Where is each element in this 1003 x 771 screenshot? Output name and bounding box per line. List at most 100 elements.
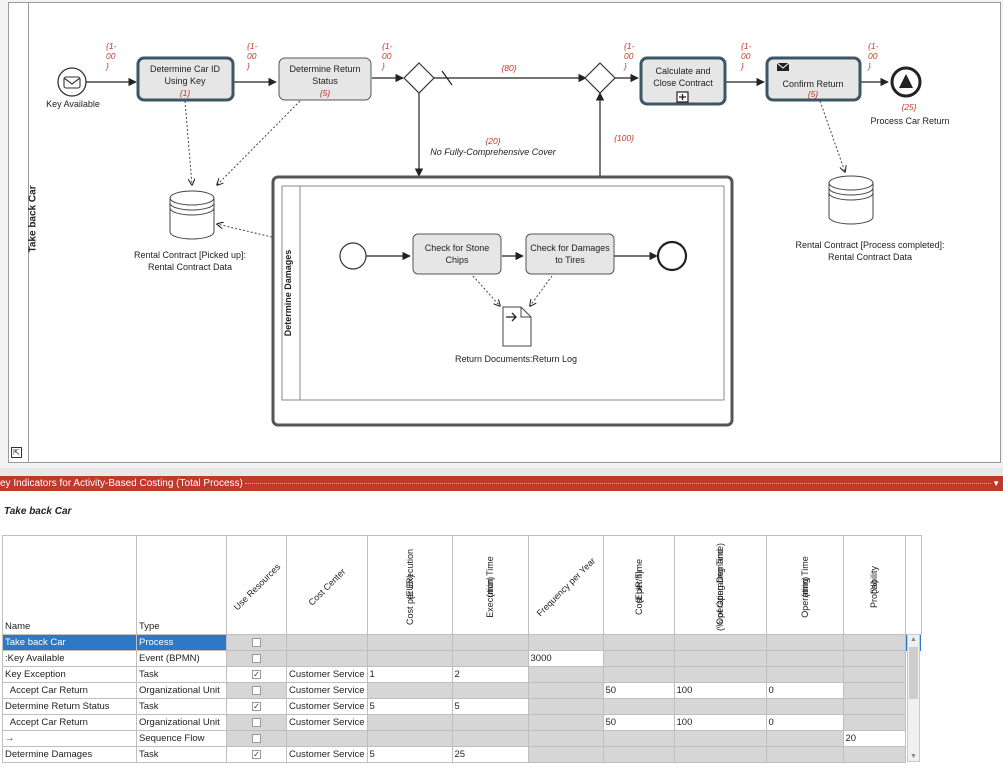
sub-end-event[interactable] [656, 240, 688, 272]
table-row[interactable]: →Sequence Flow 20 [2, 730, 922, 747]
table-cell-ot[interactable]: 0 [765, 714, 844, 731]
table-cell-cpe[interactable] [366, 730, 453, 747]
table-cell-cpe[interactable] [366, 650, 453, 667]
table-cell-od[interactable] [673, 698, 767, 715]
panel-header[interactable]: ey Indicators for Activity-Based Costing… [0, 476, 1003, 491]
col-probability-header[interactable]: Probability(%) [842, 535, 906, 635]
table-cell-ot[interactable]: 0 [765, 682, 844, 699]
table-cell-use[interactable] [226, 650, 287, 667]
col-cost-per-time-header[interactable]: Cost per Time(EUR/h) [602, 535, 675, 635]
use-resources-checkbox[interactable] [252, 733, 261, 743]
table-cell-od[interactable]: 100 [673, 714, 767, 731]
table-cell-cc[interactable]: Customer Service [286, 666, 368, 683]
table-cell-use[interactable] [226, 730, 287, 747]
table-cell-name[interactable]: Key Exception [2, 666, 137, 683]
table-cell-name[interactable]: → [2, 730, 137, 747]
col-use-resources-header[interactable]: Use Resources [226, 535, 287, 635]
table-cell-et[interactable]: 5 [451, 698, 529, 715]
col-exec-time-header[interactable]: Execution Time(min) [451, 535, 529, 635]
table-cell-et[interactable] [451, 714, 529, 731]
table-cell-prob[interactable] [842, 746, 906, 763]
col-op-demand-header[interactable]: Operating Demand(% of Operating Time) [673, 535, 767, 635]
gateway-join[interactable] [584, 62, 616, 94]
table-cell-prob[interactable] [842, 714, 906, 731]
use-resources-checkbox[interactable]: ✓ [252, 749, 261, 759]
table-cell-et[interactable]: 2 [451, 666, 529, 683]
task-confirm-return[interactable] [765, 56, 862, 102]
table-cell-od[interactable]: 100 [673, 682, 767, 699]
splitter[interactable] [0, 468, 1003, 476]
col-name-header[interactable]: Name [2, 535, 137, 635]
table-cell-name[interactable]: Take back Car [2, 634, 137, 651]
table-cell-et[interactable] [451, 730, 529, 747]
scroll-thumb[interactable] [909, 647, 918, 699]
table-cell-cpt[interactable] [602, 666, 675, 683]
table-cell-type[interactable]: Task [136, 698, 227, 715]
use-resources-checkbox[interactable] [252, 717, 261, 727]
table-cell-od[interactable] [673, 634, 767, 651]
task-check-tire-damages[interactable] [525, 233, 615, 275]
table-cell-od[interactable] [673, 746, 767, 763]
table-cell-name[interactable]: Accept Car Return [2, 682, 137, 699]
table-cell-ot[interactable] [765, 746, 844, 763]
col-op-time-header[interactable]: Operating Time(min) [765, 535, 844, 635]
table-cell-prob[interactable] [842, 634, 906, 651]
table-cell-use[interactable] [226, 682, 287, 699]
table-cell-ot[interactable] [765, 698, 844, 715]
table-cell-od[interactable] [673, 666, 767, 683]
table-cell-cc[interactable]: Customer Service [286, 698, 368, 715]
scroll-up-icon[interactable]: ▲ [910, 636, 917, 643]
table-cell-cpt[interactable] [602, 650, 675, 667]
table-cell-name[interactable]: :Key Available [2, 650, 137, 667]
table-cell-cc[interactable] [286, 730, 368, 747]
table-cell-prob[interactable] [842, 698, 906, 715]
table-cell-ot[interactable] [765, 634, 844, 651]
scroll-down-icon[interactable]: ▼ [910, 753, 917, 760]
table-cell-cc[interactable]: Customer Service [286, 714, 368, 731]
task-determine-return-status[interactable] [278, 57, 372, 101]
table-cell-cc[interactable] [286, 650, 368, 667]
task-check-stone-chips[interactable] [412, 233, 502, 275]
table-cell-cpe[interactable]: 5 [366, 698, 453, 715]
table-cell-type[interactable]: Event (BPMN) [136, 650, 227, 667]
table-cell-name[interactable]: Determine Return Status [2, 698, 137, 715]
datastore-rental-contract-completed[interactable] [828, 175, 874, 225]
table-cell-cpe[interactable] [366, 714, 453, 731]
table-cell-et[interactable] [451, 650, 529, 667]
table-cell-fpy[interactable] [527, 634, 604, 651]
table-cell-name[interactable]: Accept Car Return [2, 714, 137, 731]
table-cell-cpt[interactable] [602, 698, 675, 715]
table-cell-fpy[interactable] [527, 666, 604, 683]
table-cell-use[interactable]: ✓ [226, 666, 287, 683]
table-cell-ot[interactable] [765, 730, 844, 747]
use-resources-checkbox[interactable] [252, 637, 261, 647]
table-cell-use[interactable] [226, 714, 287, 731]
table-cell-prob[interactable]: 20 [842, 730, 906, 747]
sub-start-event[interactable] [339, 242, 367, 270]
col-cost-center-header[interactable]: Cost Center [286, 535, 368, 635]
table-cell-type[interactable]: Sequence Flow [136, 730, 227, 747]
table-cell-fpy[interactable] [527, 698, 604, 715]
task-determine-car-id[interactable] [136, 56, 235, 102]
data-object-return-log[interactable] [502, 306, 532, 347]
table-cell-fpy[interactable] [527, 746, 604, 763]
table-scrollbar[interactable]: ▲ ▼ [907, 634, 920, 762]
table-cell-cpe[interactable]: 1 [366, 666, 453, 683]
table-cell-type[interactable]: Task [136, 666, 227, 683]
table-cell-prob[interactable] [842, 650, 906, 667]
table-cell-ot[interactable] [765, 666, 844, 683]
panel-menu-caret-icon[interactable]: ▼ [992, 479, 1000, 488]
table-cell-cpt[interactable] [602, 634, 675, 651]
table-cell-cpe[interactable]: 5 [366, 746, 453, 763]
table-cell-use[interactable]: ✓ [226, 746, 287, 763]
pool-header[interactable]: Take back Car [8, 2, 39, 463]
col-type-header[interactable]: Type [136, 535, 227, 635]
table-cell-cpt[interactable]: 50 [602, 714, 675, 731]
table-cell-cpt[interactable]: 50 [602, 682, 675, 699]
table-cell-type[interactable]: Organizational Unit [136, 682, 227, 699]
